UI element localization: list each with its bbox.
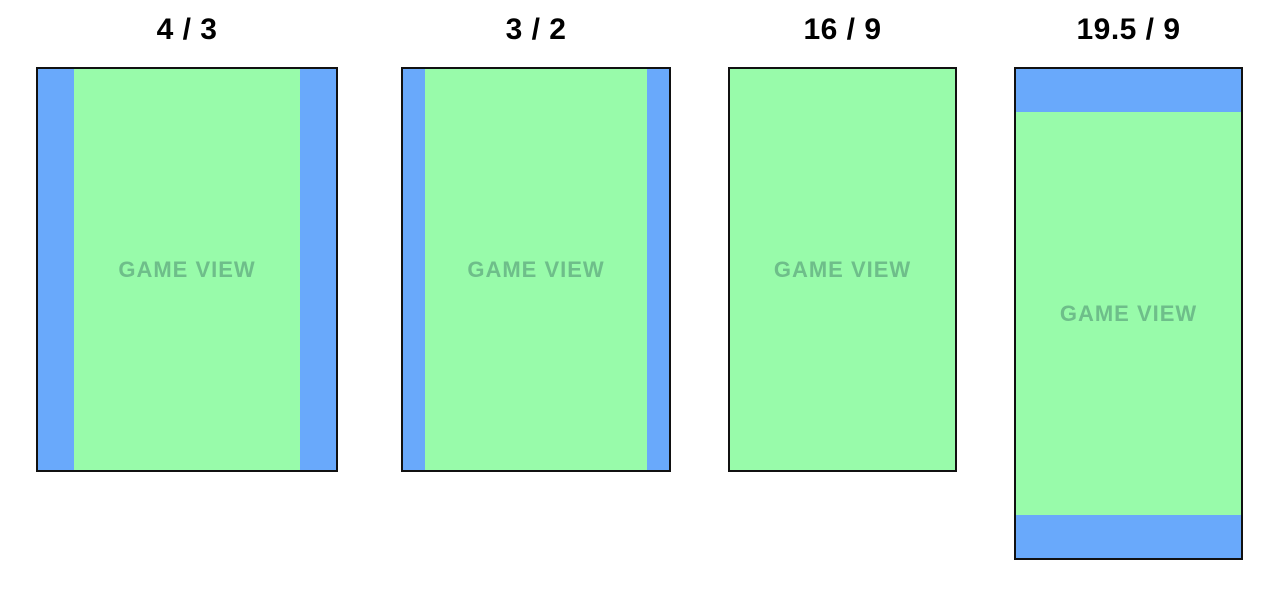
pillarbox-bar-left xyxy=(38,69,74,470)
device-frame-19-5-9: GAME VIEW xyxy=(1014,67,1243,560)
aspect-ratio-title: 16 / 9 xyxy=(803,13,882,46)
game-view-area: GAME VIEW xyxy=(1016,112,1241,515)
panel-aspect-4-3: 4 / 3 GAME VIEW xyxy=(36,13,338,472)
game-view-area: GAME VIEW xyxy=(425,69,647,470)
game-view-label: GAME VIEW xyxy=(467,256,605,282)
device-frame-3-2: GAME VIEW xyxy=(401,67,671,472)
panel-aspect-16-9: 16 / 9 GAME VIEW xyxy=(728,13,957,472)
device-frame-16-9: GAME VIEW xyxy=(728,67,957,472)
aspect-ratio-title: 3 / 2 xyxy=(505,13,567,46)
game-view-label: GAME VIEW xyxy=(118,256,256,282)
letterbox-bar-top xyxy=(1016,69,1241,112)
game-view-label: GAME VIEW xyxy=(1059,300,1198,326)
panel-aspect-3-2: 3 / 2 GAME VIEW xyxy=(401,13,671,472)
letterbox-bar-bottom xyxy=(1016,515,1241,558)
game-view-area: GAME VIEW xyxy=(730,69,955,470)
pillarbox-bar-right xyxy=(647,69,669,470)
game-view-label: GAME VIEW xyxy=(773,256,912,282)
game-view-area: GAME VIEW xyxy=(74,69,300,470)
panel-aspect-19-5-9: 19.5 / 9 GAME VIEW xyxy=(1014,13,1243,560)
pillarbox-bar-right xyxy=(300,69,336,470)
aspect-ratio-title: 4 / 3 xyxy=(156,13,218,46)
aspect-ratio-title: 19.5 / 9 xyxy=(1076,13,1181,46)
device-frame-4-3: GAME VIEW xyxy=(36,67,338,472)
pillarbox-bar-left xyxy=(403,69,425,470)
